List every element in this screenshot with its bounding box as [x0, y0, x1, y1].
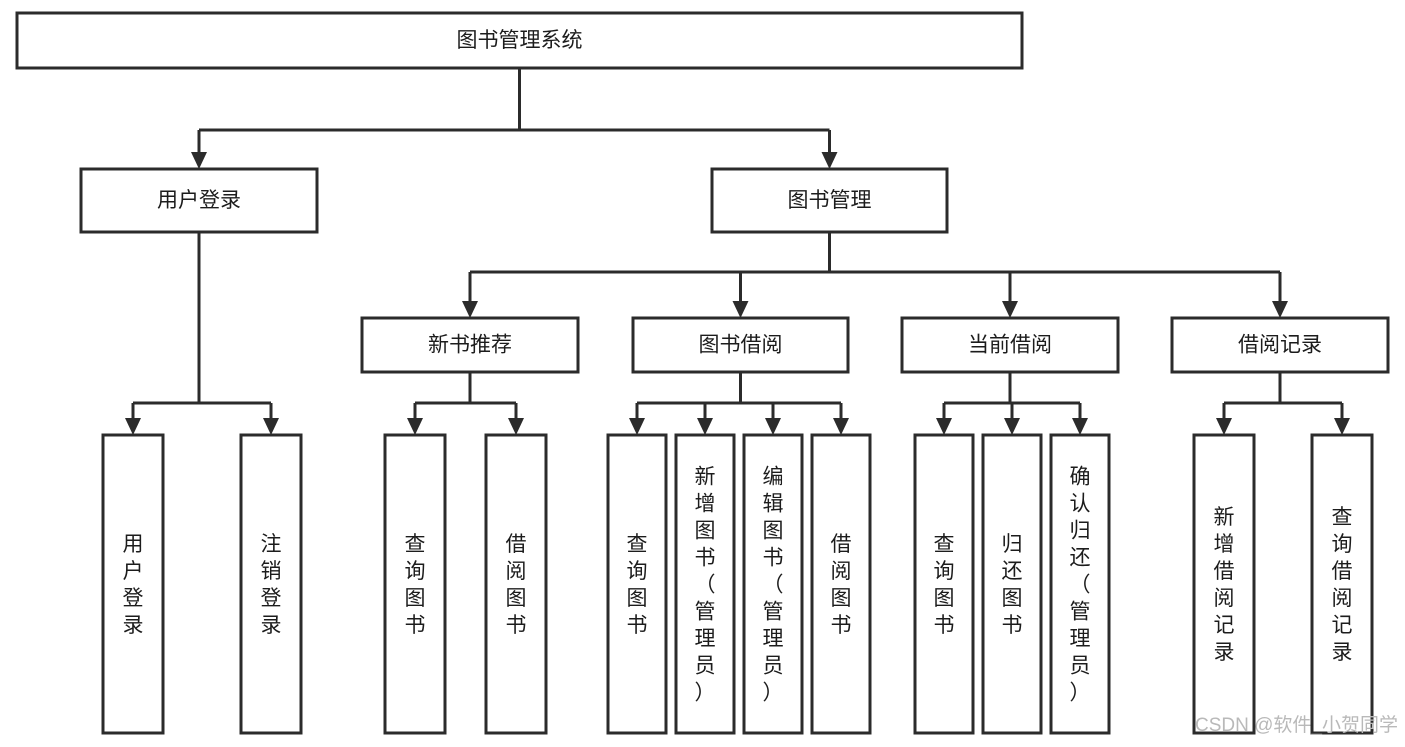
node-label-book-borrow: 图书借阅: [699, 334, 783, 357]
node-borrow-record[interactable]: 借阅记录: [1170, 316, 1390, 374]
node-book-manage[interactable]: 图书管理: [710, 167, 949, 234]
node-label-leaf-rec-query-book: 查询图书: [405, 533, 426, 637]
node-box-book-manage: [710, 167, 949, 234]
node-label-current-borrow: 当前借阅: [968, 334, 1052, 357]
node-box-leaf-cur-confirm-return: [1049, 433, 1111, 735]
node-label-leaf-cur-query-book: 查询图书: [934, 533, 955, 637]
node-leaf-borrow-add-book[interactable]: 新增图书（管理员）: [674, 433, 736, 735]
csdn-watermark: CSDN @软件_小贺同学: [1195, 714, 1398, 736]
node-label-leaf-cur-return-book: 归还图书: [1002, 533, 1023, 637]
node-user-login[interactable]: 用户登录: [79, 167, 319, 234]
node-book-borrow[interactable]: 图书借阅: [631, 316, 850, 374]
node-leaf-rec-query-record[interactable]: 查询借阅记录: [1310, 433, 1374, 735]
node-box-leaf-borrow-edit-book: [742, 433, 804, 735]
node-label-leaf-borrow-query-book: 查询图书: [627, 533, 648, 637]
node-label-book-manage: 图书管理: [788, 189, 872, 212]
node-box-leaf-cur-return-book: [981, 433, 1043, 735]
node-label-leaf-rec-add-record: 新增借阅记录: [1214, 506, 1235, 664]
node-leaf-cur-confirm-return[interactable]: 确认归还（管理员）: [1049, 433, 1111, 735]
node-label-leaf-borrow-add-book: 新增图书（管理员）: [695, 466, 716, 705]
arrow-icon-leaf-user-logout: [263, 418, 279, 435]
node-box-leaf-user-login: [101, 433, 165, 735]
arrow-icon-leaf-rec-borrow-book: [508, 418, 524, 435]
node-box-leaf-rec-query-record: [1310, 433, 1374, 735]
node-box-leaf-rec-query-book: [383, 433, 447, 735]
node-label-root: 图书管理系统: [457, 29, 583, 52]
arrow-icon-leaf-cur-return-book: [1004, 418, 1020, 435]
node-box-leaf-user-logout: [239, 433, 303, 735]
node-box-leaf-borrow-borrow-book: [810, 433, 872, 735]
node-label-leaf-rec-borrow-book: 借阅图书: [506, 533, 527, 637]
node-box-leaf-cur-query-book: [913, 433, 975, 735]
node-label-leaf-user-login: 用户登录: [123, 533, 144, 637]
arrow-icon-leaf-borrow-borrow-book: [833, 418, 849, 435]
node-leaf-cur-query-book[interactable]: 查询图书: [913, 433, 975, 735]
arrow-icon-leaf-cur-confirm-return: [1072, 418, 1088, 435]
arrow-icon-leaf-borrow-add-book: [697, 418, 713, 435]
arrow-icon-borrow-record: [1272, 301, 1288, 318]
node-label-new-book-rec: 新书推荐: [428, 334, 512, 357]
node-box-borrow-record: [1170, 316, 1390, 374]
node-root[interactable]: 图书管理系统: [15, 11, 1024, 70]
node-current-borrow[interactable]: 当前借阅: [900, 316, 1120, 374]
node-label-user-login: 用户登录: [157, 189, 241, 212]
node-new-book-rec[interactable]: 新书推荐: [360, 316, 580, 374]
node-label-leaf-cur-confirm-return: 确认归还（管理员）: [1070, 466, 1091, 705]
arrow-icon-leaf-user-login: [125, 418, 141, 435]
node-label-leaf-rec-query-record: 查询借阅记录: [1332, 506, 1353, 664]
node-label-leaf-borrow-borrow-book: 借阅图书: [831, 533, 852, 637]
node-box-root: [15, 11, 1024, 70]
node-leaf-rec-query-book[interactable]: 查询图书: [383, 433, 447, 735]
arrow-icon-leaf-borrow-edit-book: [765, 418, 781, 435]
node-label-borrow-record: 借阅记录: [1238, 334, 1322, 357]
node-box-leaf-rec-add-record: [1192, 433, 1256, 735]
node-label-leaf-user-logout: 注销登录: [261, 533, 282, 637]
node-leaf-borrow-edit-book[interactable]: 编辑图书（管理员）: [742, 433, 804, 735]
arrow-icon-current-borrow: [1002, 301, 1018, 318]
node-box-leaf-borrow-query-book: [606, 433, 668, 735]
node-leaf-user-logout[interactable]: 注销登录: [239, 433, 303, 735]
node-box-leaf-rec-borrow-book: [484, 433, 548, 735]
node-box-current-borrow: [900, 316, 1120, 374]
connectors-layer: [125, 68, 1350, 435]
node-box-new-book-rec: [360, 316, 580, 374]
node-label-leaf-borrow-edit-book: 编辑图书（管理员）: [763, 466, 784, 705]
node-box-leaf-borrow-add-book: [674, 433, 736, 735]
nodes-layer: 图书管理系统用户登录图书管理新书推荐图书借阅当前借阅借阅记录用户登录注销登录查询…: [15, 11, 1390, 735]
arrow-icon-new-book-rec: [462, 301, 478, 318]
node-leaf-rec-borrow-book[interactable]: 借阅图书: [484, 433, 548, 735]
arrow-icon-book-manage: [821, 152, 838, 169]
node-box-book-borrow: [631, 316, 850, 374]
arrow-icon-leaf-rec-add-record: [1216, 418, 1232, 435]
node-leaf-rec-add-record[interactable]: 新增借阅记录: [1192, 433, 1256, 735]
arrow-icon-leaf-cur-query-book: [936, 418, 952, 435]
node-leaf-user-login[interactable]: 用户登录: [101, 433, 165, 735]
node-leaf-borrow-query-book[interactable]: 查询图书: [606, 433, 668, 735]
node-leaf-borrow-borrow-book[interactable]: 借阅图书: [810, 433, 872, 735]
arrow-icon-book-borrow: [732, 301, 749, 318]
node-box-user-login: [79, 167, 319, 234]
arrow-icon-leaf-rec-query-book: [407, 418, 423, 435]
node-leaf-cur-return-book[interactable]: 归还图书: [981, 433, 1043, 735]
arrow-icon-leaf-borrow-query-book: [629, 418, 645, 435]
arrow-icon-user-login: [191, 152, 207, 169]
arrow-icon-leaf-rec-query-record: [1334, 418, 1350, 435]
